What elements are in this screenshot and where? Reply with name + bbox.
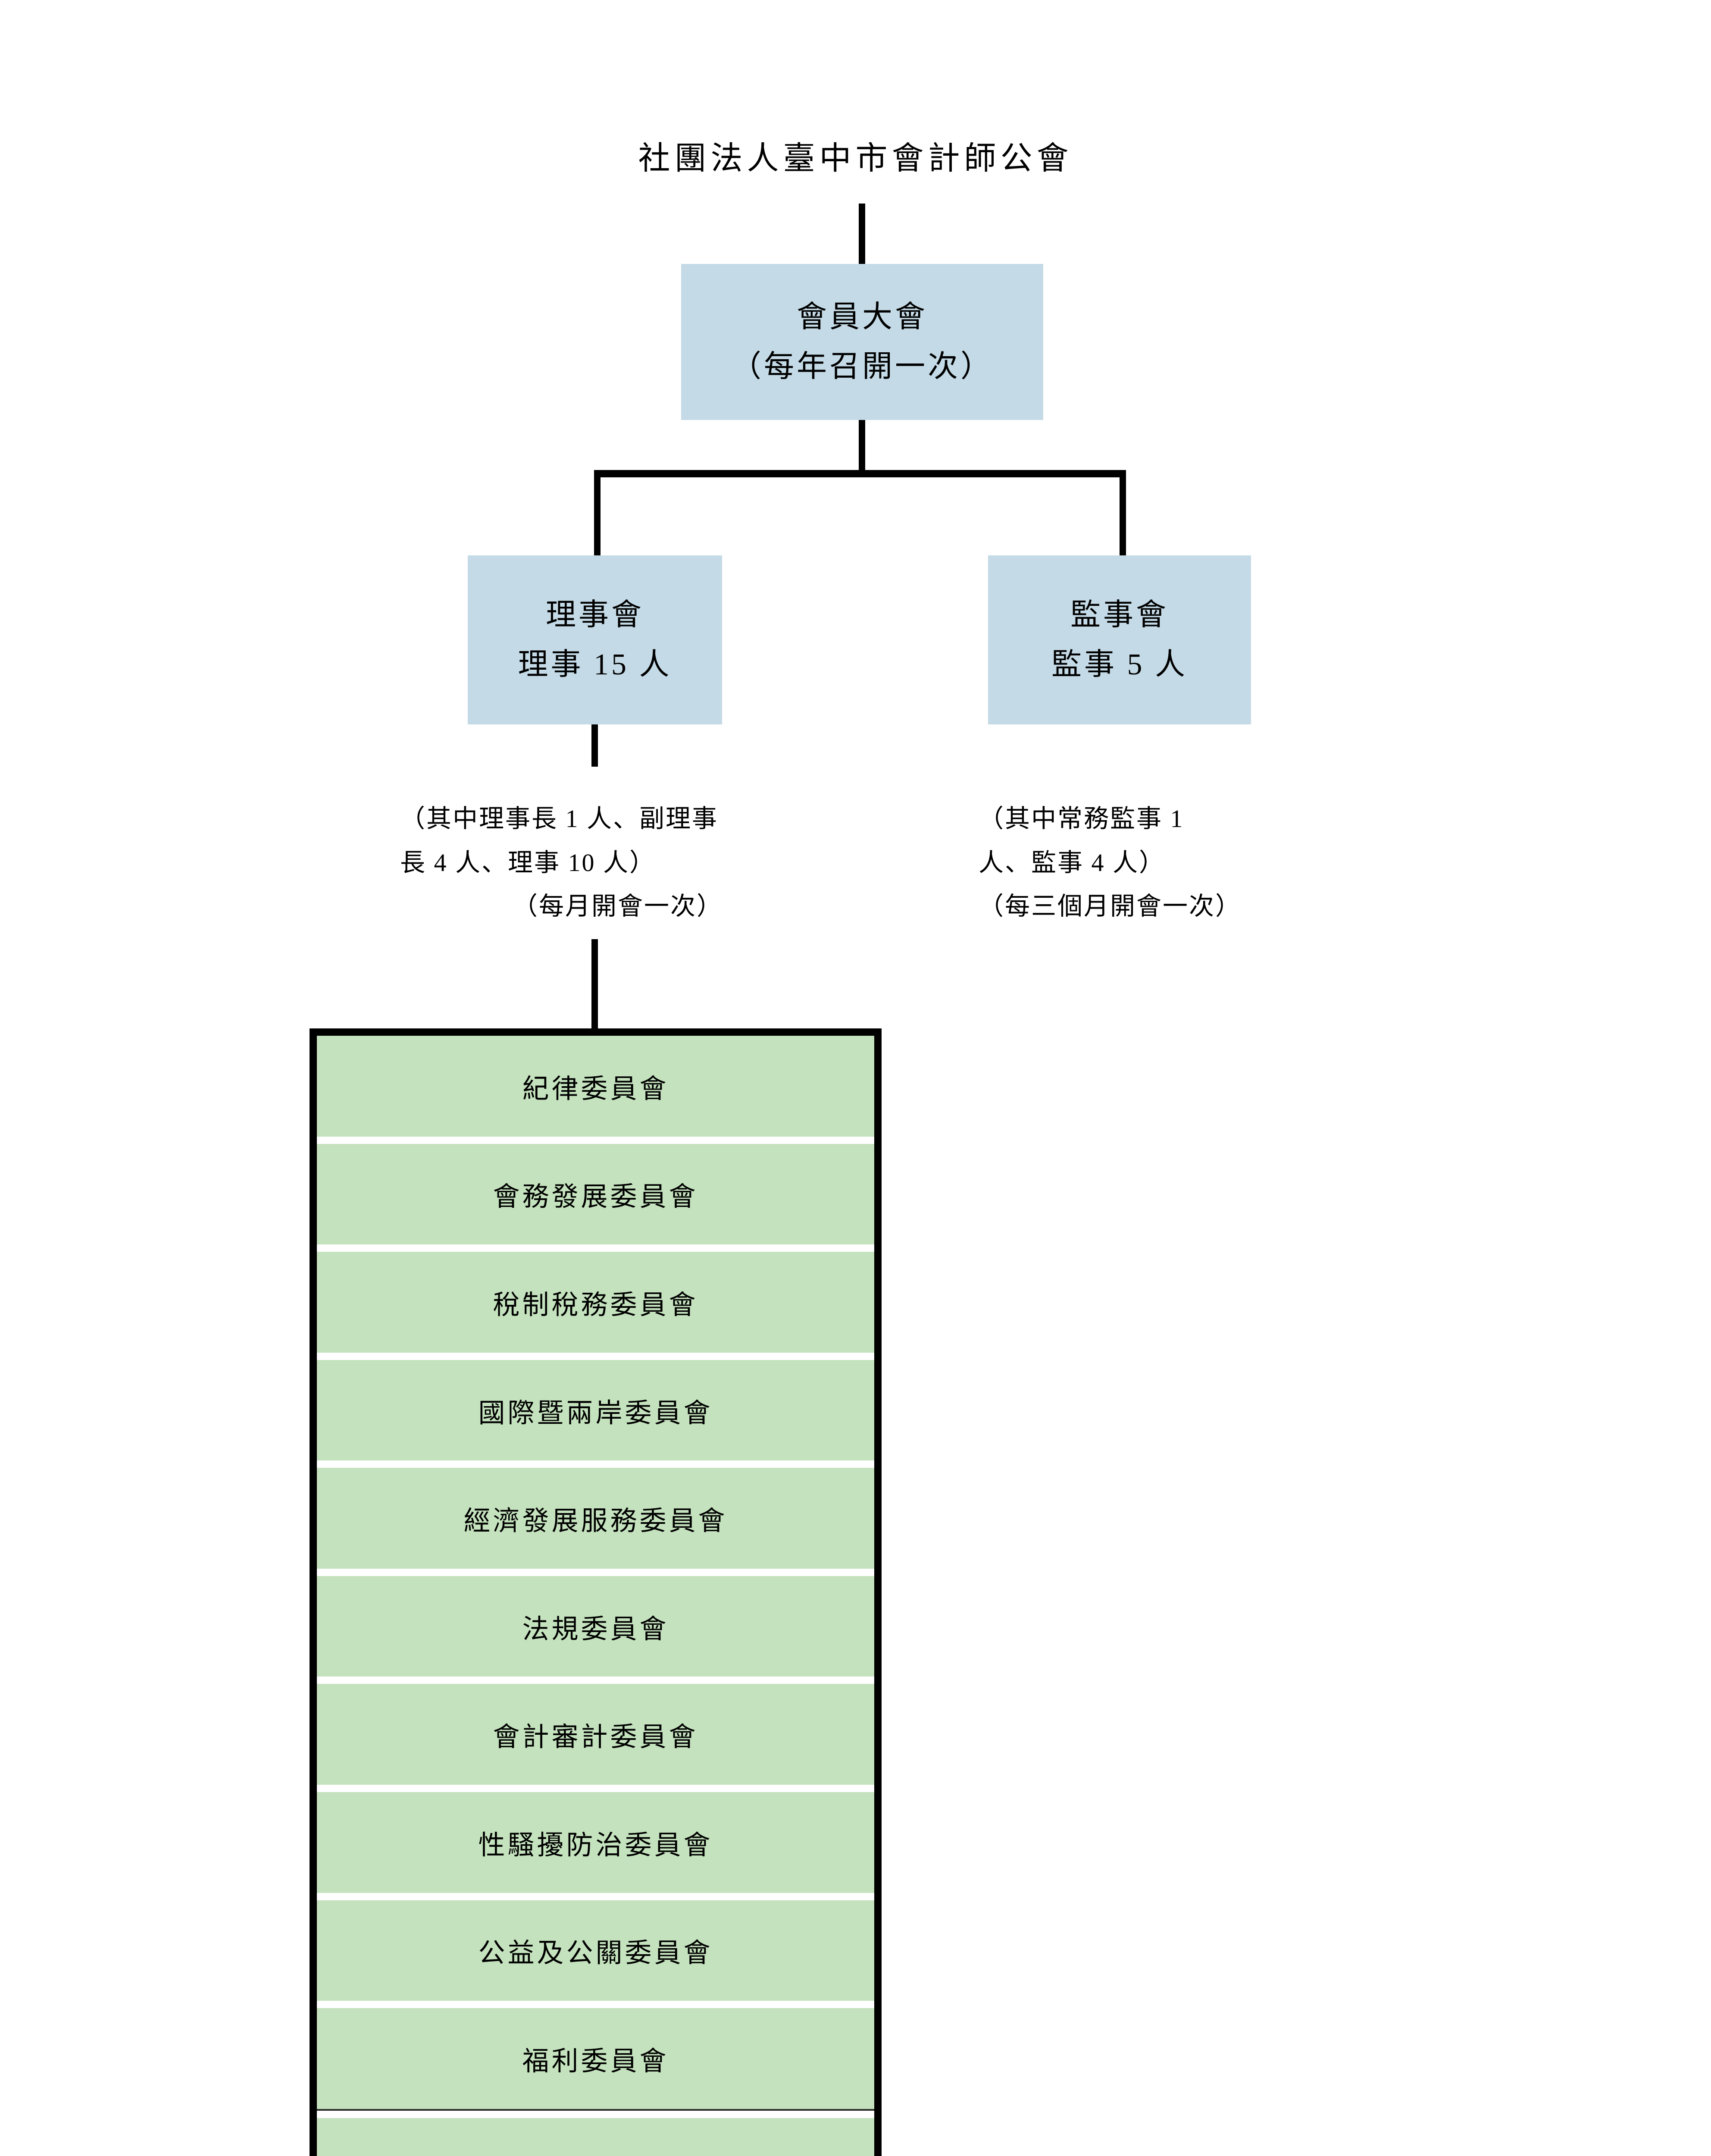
general-assembly-name: 會員大會	[797, 300, 928, 334]
committee-label: 資訊發展委員會	[493, 2149, 698, 2156]
committee-label: 法規委員會	[522, 1614, 669, 1644]
node-board-of-supervisors: 監事會 監事 5 人	[988, 555, 1251, 724]
committee-row: 公益及公關委員會	[317, 1900, 874, 2001]
board-of-directors-name: 理事會	[546, 598, 644, 632]
page-title: 社團法人臺中市會計師公會	[638, 141, 1073, 176]
committee-row: 會務發展委員會	[317, 1144, 874, 1245]
committee-row: 國際暨兩岸委員會	[317, 1360, 874, 1461]
node-board-of-directors: 理事會 理事 15 人	[468, 555, 722, 724]
connector-assembly-crossbar	[594, 470, 1126, 477]
directors-composition-line-1: （其中理事長 1 人、副理事	[400, 805, 719, 833]
board-of-supervisors-name: 監事會	[1070, 598, 1169, 632]
committee-label: 公益及公關委員會	[478, 1939, 713, 1968]
committee-label: 經濟發展服務委員會	[463, 1507, 728, 1536]
committee-row: 資訊發展委員會	[317, 2118, 874, 2156]
committee-label: 會務發展委員會	[493, 1182, 698, 1212]
committee-label: 性騷擾防治委員會	[478, 1830, 713, 1860]
committee-row: 經濟發展服務委員會	[317, 1468, 874, 1569]
connector-directors-stem-lower	[591, 939, 598, 1032]
general-assembly-frequency: （每年召開一次）	[731, 350, 993, 383]
committee-row: 法規委員會	[317, 1576, 874, 1677]
committee-label: 稅制稅務委員會	[493, 1290, 698, 1320]
committee-divider	[317, 1136, 874, 1144]
committee-divider	[317, 1244, 874, 1252]
committee-row: 稅制稅務委員會	[317, 1252, 874, 1353]
connector-title-to-assembly	[859, 204, 865, 264]
board-of-directors-notes: （其中理事長 1 人、副理事 長 4 人、理事 10 人） （每月開會一次）	[400, 797, 835, 928]
connector-directors-stem-upper	[591, 724, 598, 767]
committee-row: 會計審計委員會	[317, 1684, 874, 1785]
committee-row: 紀律委員會	[317, 1036, 874, 1137]
committee-divider	[317, 1893, 874, 1900]
committee-label: 福利委員會	[522, 2046, 669, 2076]
committee-row: 性騷擾防治委員會	[317, 1792, 874, 1893]
board-of-directors-members: 理事 15 人	[518, 648, 672, 681]
committee-divider	[317, 2001, 874, 2009]
supervisors-composition-line-1: （其中常務監事 1	[979, 805, 1184, 833]
committee-label: 會計審計委員會	[493, 1723, 698, 1752]
committee-label: 國際暨兩岸委員會	[478, 1398, 713, 1428]
committee-divider	[317, 1785, 874, 1792]
committee-label: 紀律委員會	[522, 1074, 669, 1104]
supervisors-meeting-frequency: （每三個月開會一次）	[979, 892, 1242, 920]
connector-to-board-of-directors	[594, 470, 601, 556]
board-of-supervisors-notes: （其中常務監事 1 人、監事 4 人） （每三個月開會一次）	[979, 797, 1319, 928]
committee-divider-rule	[317, 2109, 874, 2118]
committee-row: 福利委員會	[317, 2008, 874, 2109]
supervisors-composition-line-2: 人、監事 4 人）	[979, 848, 1166, 877]
node-general-assembly: 會員大會 （每年召開一次）	[681, 264, 1043, 420]
directors-meeting-frequency: （每月開會一次）	[512, 892, 723, 920]
committee-divider	[317, 1677, 874, 1684]
committee-divider	[317, 1460, 874, 1468]
connector-assembly-stem	[859, 420, 865, 473]
committee-list-container: 紀律委員會 會務發展委員會 稅制稅務委員會 國際暨兩岸委員會 經濟發展服務委員會…	[310, 1028, 882, 2156]
committee-divider	[317, 1352, 874, 1360]
directors-composition-line-2: 長 4 人、理事 10 人）	[400, 848, 656, 877]
connector-to-board-of-supervisors	[1120, 470, 1126, 556]
committee-divider	[317, 1568, 874, 1576]
board-of-supervisors-members: 監事 5 人	[1051, 648, 1188, 681]
